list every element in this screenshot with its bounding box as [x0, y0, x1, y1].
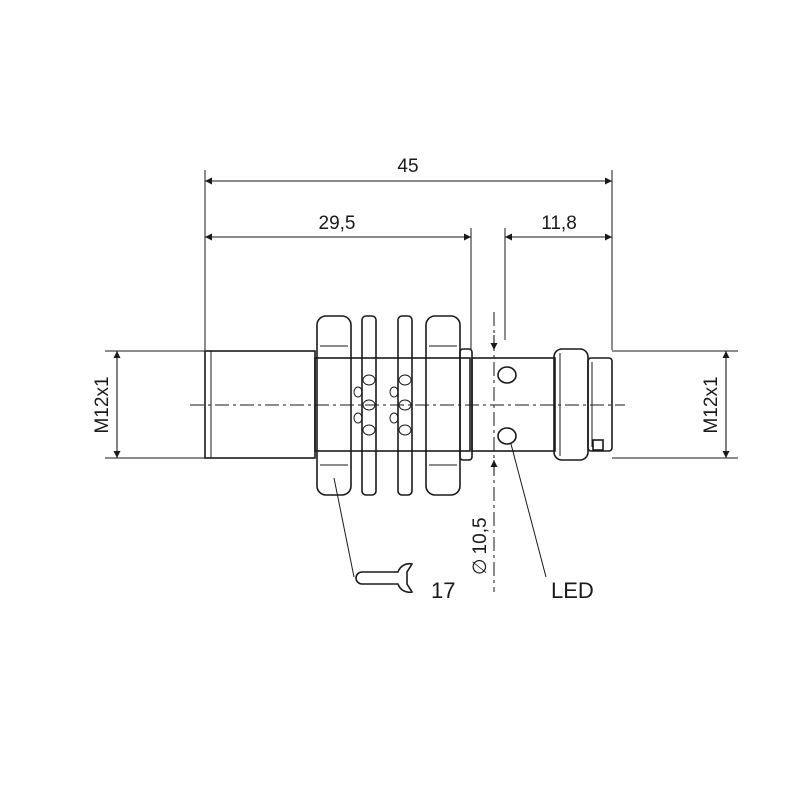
- wrench-leader-line: [333, 477, 355, 578]
- dimension-overall-length: 45: [204, 156, 613, 350]
- led-window-top: [497, 366, 517, 384]
- wrench-callout: 17: [333, 477, 455, 603]
- dimension-label-diameter: 10,5: [470, 517, 491, 554]
- wrench-size-label: 17: [431, 578, 455, 603]
- dimension-thread-length: 29,5: [205, 213, 472, 350]
- wrench-icon: [355, 562, 414, 594]
- dimension-label-m12-right: M12x1: [701, 376, 722, 433]
- dimension-thread-left: M12x1: [92, 350, 205, 459]
- connector-plug: [587, 357, 613, 452]
- connector-key: [592, 439, 604, 451]
- dimension-label-29-5: 29,5: [319, 213, 356, 234]
- dimension-diameter: ∅ 10,5: [470, 335, 498, 575]
- dimension-label-11-8: 11,8: [541, 213, 577, 234]
- led-window-bottom: [497, 427, 517, 445]
- led-leader-line: [510, 443, 547, 578]
- dimension-thread-right: M12x1: [612, 350, 738, 459]
- dimension-connector-length: 11,8: [504, 213, 612, 340]
- diameter-symbol: ∅: [470, 558, 491, 575]
- led-label: LED: [551, 578, 594, 603]
- svg-text:∅10,5: ∅ 10,5: [470, 517, 491, 575]
- led-callout: LED: [510, 443, 594, 603]
- dimension-label-m12-left: M12x1: [92, 376, 113, 433]
- dimension-label-45: 45: [397, 156, 418, 177]
- diameter-label-group: ∅ 10,5: [470, 517, 491, 575]
